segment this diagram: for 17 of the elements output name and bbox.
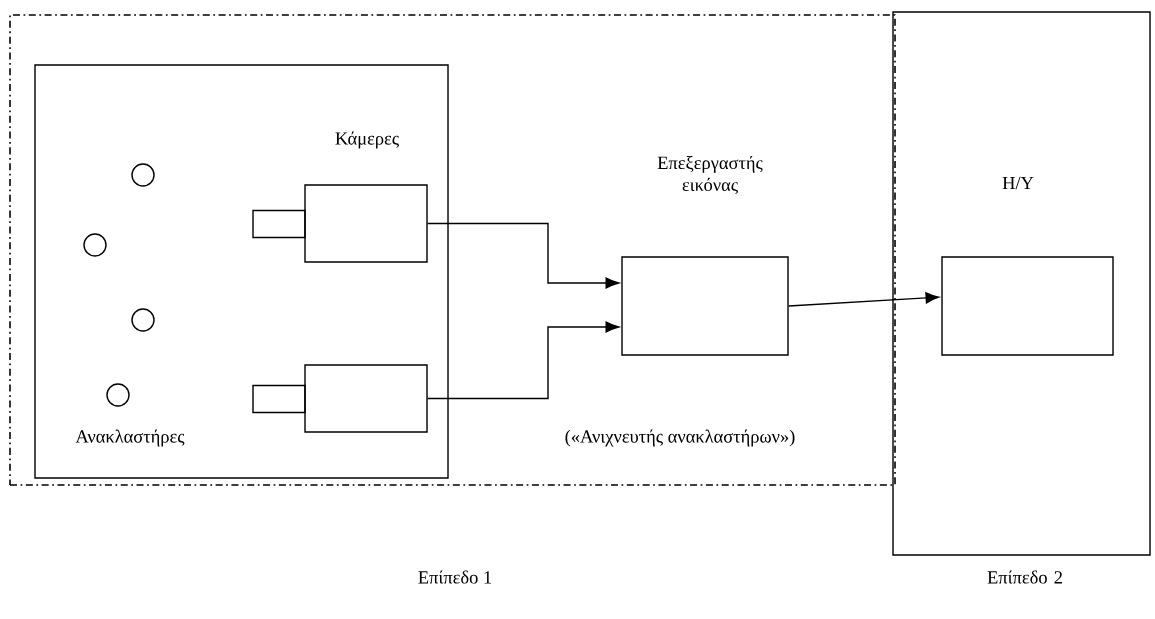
part-label: Ανακλαστήρες xyxy=(75,429,185,447)
camera-drawing xyxy=(252,184,428,263)
computer-unit-box xyxy=(941,256,1114,356)
camera-drawing xyxy=(252,364,428,433)
node-label: Επίπεδο 2 xyxy=(987,570,1062,584)
part-label: Κάμερες xyxy=(335,131,399,149)
arrow xyxy=(788,292,940,307)
arrow xyxy=(427,222,620,289)
part-label: Επίπεδο 1 xyxy=(418,570,492,584)
level-region xyxy=(9,14,896,486)
part-label: («Ανιχνευτής ανακλαστήρων») xyxy=(565,429,795,447)
node-label: Επεξεργαστής εικόνας xyxy=(657,155,763,195)
computer-box xyxy=(892,11,1151,556)
processor-box xyxy=(621,256,789,356)
node-label: Η/Υ xyxy=(1002,176,1034,190)
arrow xyxy=(427,321,620,400)
scene-box xyxy=(34,64,449,479)
